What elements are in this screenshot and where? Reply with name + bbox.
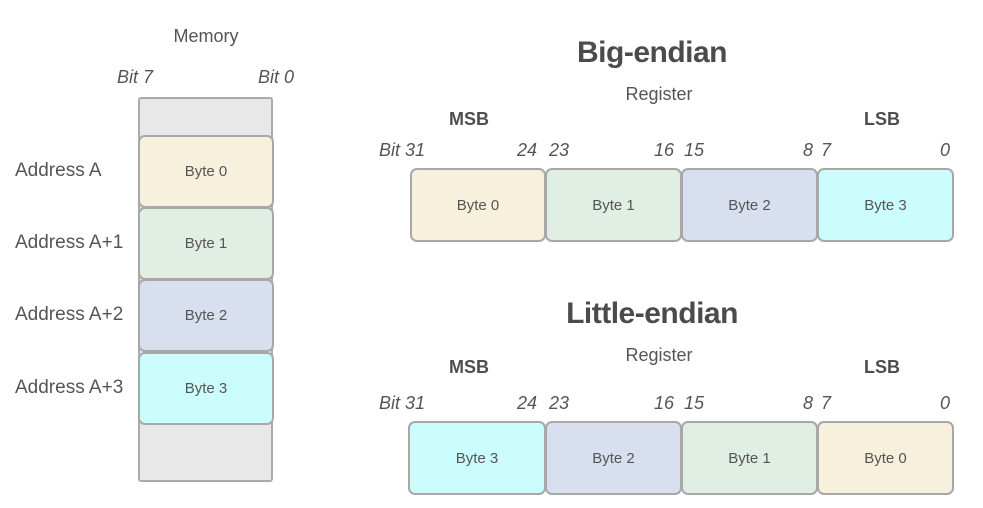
big-endian-cell-2: Byte 1 [545,168,682,242]
big-endian-bit0: 0 [940,140,951,160]
big-endian-msb: MSB [449,109,489,129]
little-endian-lsb: LSB [864,357,900,377]
little-endian-bit23: 23 [549,393,570,413]
address-label-a: Address A [15,160,102,181]
big-endian-bit15: 15 [684,140,705,160]
big-endian-bit16: 16 [654,140,675,160]
memory-cell-byte3: Byte 3 [138,352,274,425]
address-label-a1: Address A+1 [15,232,124,253]
memory-cell-byte0: Byte 0 [138,135,274,208]
little-endian-bit0: 0 [940,393,951,413]
big-endian-title: Big-endian [577,36,728,69]
little-endian-title: Little-endian [566,297,738,330]
little-endian-bit8: 8 [803,393,814,413]
big-endian-bit8: 8 [803,140,814,160]
big-endian-bit24: 24 [517,140,538,160]
big-endian-bit7: 7 [821,140,832,160]
big-endian-register-label: Register [625,84,693,104]
memory-cell-byte1: Byte 1 [138,207,274,280]
little-endian-cell-2: Byte 2 [545,421,682,495]
little-endian-bit31: Bit 31 [379,393,426,413]
memory-bit-left: Bit 7 [117,67,154,87]
little-endian-bit7: 7 [821,393,832,413]
memory-bit-right: Bit 0 [258,67,295,87]
big-endian-cell-3: Byte 2 [681,168,818,242]
little-endian-cell-1: Byte 3 [408,421,546,495]
address-label-a3: Address A+3 [15,377,124,398]
big-endian-bit31: Bit 31 [379,140,426,160]
little-endian-cell-3: Byte 1 [681,421,818,495]
memory-cell-byte2: Byte 2 [138,279,274,352]
big-endian-lsb: LSB [864,109,900,129]
little-endian-msb: MSB [449,357,489,377]
little-endian-bit15: 15 [684,393,705,413]
memory-title: Memory [173,26,239,46]
big-endian-cell-4: Byte 3 [817,168,954,242]
big-endian-cell-1: Byte 0 [410,168,546,242]
big-endian-bit23: 23 [549,140,570,160]
little-endian-cell-4: Byte 0 [817,421,954,495]
little-endian-bit24: 24 [517,393,538,413]
little-endian-bit16: 16 [654,393,675,413]
address-label-a2: Address A+2 [15,304,124,325]
little-endian-register-label: Register [625,345,693,365]
